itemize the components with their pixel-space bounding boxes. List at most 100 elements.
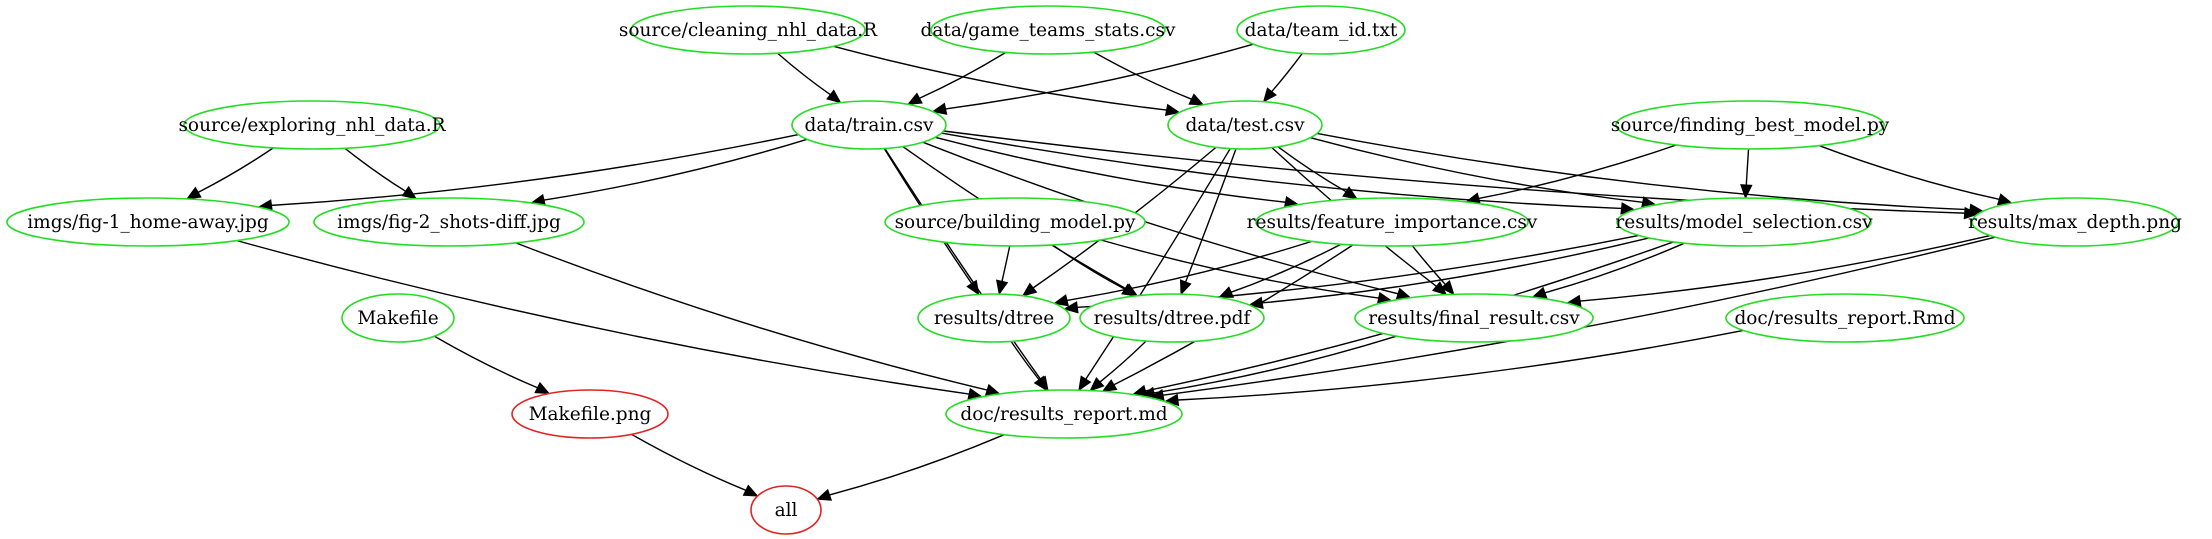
edge-train-to-feature bbox=[934, 136, 1286, 203]
node-exploring: source/exploring_nhl_data.R bbox=[178, 100, 447, 150]
edge-feature-to-dtree bbox=[1066, 240, 1312, 302]
node-label-makefile: Makefile bbox=[357, 308, 438, 329]
node-label-final: results/final_result.csv bbox=[1368, 308, 1580, 329]
edge-final-to-report_md bbox=[1153, 335, 1397, 394]
node-label-max_depth: results/max_depth.png bbox=[1968, 212, 2182, 233]
edge-fig2-to-report_md bbox=[515, 242, 988, 391]
node-label-report_md: doc/results_report.md bbox=[960, 404, 1167, 425]
node-cleaning: source/cleaning_nhl_data.R bbox=[619, 5, 878, 55]
edge-building-to-final bbox=[1100, 239, 1379, 299]
node-label-fig1: imgs/fig-1_home-away.jpg bbox=[27, 212, 269, 233]
edge-team_id-to-train bbox=[945, 43, 1254, 110]
edge-finding-to-model_sel bbox=[1745, 148, 1750, 186]
node-label-cleaning: source/cleaning_nhl_data.R bbox=[619, 20, 878, 41]
node-ellipse-dtree bbox=[917, 293, 1071, 343]
edge-dtree-to-report_md bbox=[1010, 340, 1040, 381]
arrowhead-test-to-feature bbox=[1342, 186, 1358, 200]
node-label-model_sel: results/model_selection.csv bbox=[1615, 212, 1873, 233]
node-ellipse-final bbox=[1354, 293, 1594, 343]
node-fig2: imgs/fig-2_shots-diff.jpg bbox=[313, 197, 585, 247]
node-model_sel: results/model_selection.csv bbox=[1615, 197, 1873, 247]
arrowhead-test-to-max_depth bbox=[1968, 203, 1985, 216]
node-label-dtree: results/dtree bbox=[934, 308, 1054, 329]
arrowhead-dtree-to-report_md bbox=[1033, 375, 1048, 392]
node-report_md: doc/results_report.md bbox=[945, 389, 1183, 439]
arrowhead-game_teams-to-test bbox=[1188, 93, 1205, 106]
node-makefile: Makefile bbox=[341, 293, 455, 343]
arrowhead-feature-to-dtree_pdf bbox=[1218, 286, 1235, 298]
edge-makefile-to-makefile_png bbox=[434, 335, 538, 389]
arrowhead-test-to-dtree bbox=[1021, 282, 1038, 297]
node-label-fig2: imgs/fig-2_shots-diff.jpg bbox=[337, 212, 561, 233]
node-ellipse-fig2 bbox=[313, 197, 585, 247]
node-ellipse-game_teams bbox=[930, 5, 1166, 55]
edge-train-to-fig2 bbox=[543, 138, 808, 201]
node-train: data/train.csv bbox=[791, 100, 947, 150]
node-ellipse-finding bbox=[1615, 100, 1885, 150]
edge-test-to-report_md bbox=[1085, 148, 1231, 380]
arrowhead-building-to-dtree bbox=[996, 279, 1009, 296]
edge-makefile_png-to-all bbox=[631, 433, 747, 491]
node-feature: results/feature_importance.csv bbox=[1247, 197, 1538, 247]
arrowhead-model_sel-to-dtree bbox=[1063, 301, 1079, 314]
node-ellipse-exploring bbox=[183, 100, 441, 150]
node-test: data/test.csv bbox=[1167, 100, 1323, 150]
edge-game_teams-to-test bbox=[1093, 51, 1192, 100]
edge-model_sel-to-dtree_pdf bbox=[1262, 237, 1650, 304]
edge-finding-to-max_depth bbox=[1818, 144, 2000, 201]
arrowhead-cleaning-to-train bbox=[826, 89, 842, 104]
node-label-team_id: data/team_id.txt bbox=[1245, 20, 1398, 41]
node-ellipse-cleaning bbox=[630, 5, 866, 55]
nodes-layer: source/cleaning_nhl_data.R data/game_team… bbox=[6, 5, 2182, 535]
edge-feature-to-dtree_pdf bbox=[1230, 243, 1342, 293]
node-ellipse-building bbox=[884, 197, 1146, 247]
edge-test-to-model_sel bbox=[1310, 137, 1643, 204]
node-ellipse-dtree_pdf bbox=[1079, 293, 1265, 343]
arrowhead-feature-to-final bbox=[1440, 280, 1455, 296]
node-label-building: source/building_model.py bbox=[895, 212, 1136, 233]
arrowhead-feature-to-dtree bbox=[1053, 294, 1069, 307]
edge-fig1-to-report_md bbox=[236, 239, 970, 395]
node-game_teams: data/game_teams_stats.csv bbox=[921, 5, 1177, 55]
edge-finding-to-feature bbox=[1478, 144, 1677, 200]
node-fig1: imgs/fig-1_home-away.jpg bbox=[6, 197, 290, 247]
edge-exploring-to-fig2 bbox=[344, 147, 406, 192]
arrowhead-game_teams-to-train bbox=[906, 92, 923, 105]
arrowhead-exploring-to-fig1 bbox=[185, 186, 202, 200]
node-label-rmd: doc/results_report.Rmd bbox=[1734, 308, 1955, 329]
node-label-exploring: source/exploring_nhl_data.R bbox=[178, 115, 446, 136]
edge-train-to-model_sel bbox=[941, 132, 1622, 210]
arrowhead-cleaning-to-test bbox=[1164, 103, 1181, 117]
arrowhead-makefile_png-to-all bbox=[742, 484, 759, 497]
arrowhead-makefile-to-makefile_png bbox=[534, 381, 551, 395]
arrowhead-finding-to-model_sel bbox=[1740, 184, 1753, 200]
node-final: results/final_result.csv bbox=[1354, 293, 1594, 343]
node-all: all bbox=[750, 485, 822, 535]
edge-feature-to-final bbox=[1411, 245, 1446, 285]
edge-team_id-to-test bbox=[1271, 52, 1303, 93]
node-ellipse-train bbox=[791, 100, 947, 150]
edge-game_teams-to-train bbox=[919, 51, 1007, 99]
node-label-game_teams: data/game_teams_stats.csv bbox=[921, 20, 1177, 41]
node-ellipse-test bbox=[1167, 100, 1323, 150]
node-label-finding: source/finding_best_model.py bbox=[1611, 115, 1890, 136]
node-building: source/building_model.py bbox=[884, 197, 1146, 247]
node-ellipse-max_depth bbox=[1971, 197, 2179, 247]
edge-building-to-dtree_pdf bbox=[1052, 244, 1126, 290]
node-ellipse-makefile_png bbox=[511, 389, 669, 439]
node-ellipse-fig1 bbox=[6, 197, 290, 247]
edge-rmd-to-report_md bbox=[1177, 329, 1744, 401]
node-dtree: results/dtree bbox=[917, 293, 1071, 343]
edge-cleaning-to-test bbox=[833, 45, 1167, 111]
arrowhead-report_md-to-all bbox=[816, 488, 833, 501]
arrowhead-team_id-to-train bbox=[931, 102, 948, 115]
edge-building-to-dtree bbox=[1001, 245, 1011, 282]
node-team_id: data/team_id.txt bbox=[1236, 5, 1406, 55]
node-label-dtree_pdf: results/dtree.pdf bbox=[1094, 308, 1252, 329]
node-rmd: doc/results_report.Rmd bbox=[1725, 293, 1965, 343]
node-ellipse-model_sel bbox=[1616, 197, 1872, 247]
node-label-makefile_png: Makefile.png bbox=[529, 404, 652, 425]
node-makefile_png: Makefile.png bbox=[511, 389, 669, 439]
